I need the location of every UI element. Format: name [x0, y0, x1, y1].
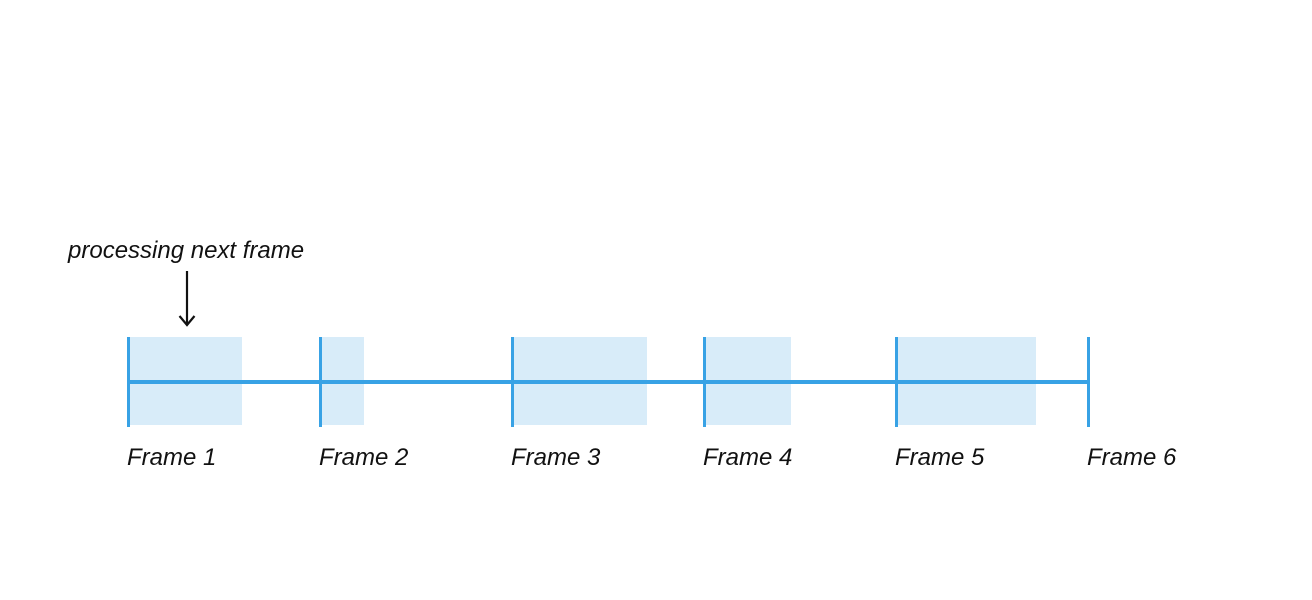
down-arrow-icon — [178, 271, 196, 327]
frame-label-1: Frame 1 — [127, 444, 217, 471]
frame-label-4: Frame 4 — [703, 444, 793, 471]
timeline-axis-line — [127, 380, 1090, 384]
frame-label-2: Frame 2 — [319, 444, 409, 471]
frame-label-6: Frame 6 — [1087, 444, 1177, 471]
frame-label-3: Frame 3 — [511, 444, 601, 471]
annotation-processing-next-frame: processing next frame — [68, 237, 305, 264]
frame-label-5: Frame 5 — [895, 444, 985, 471]
